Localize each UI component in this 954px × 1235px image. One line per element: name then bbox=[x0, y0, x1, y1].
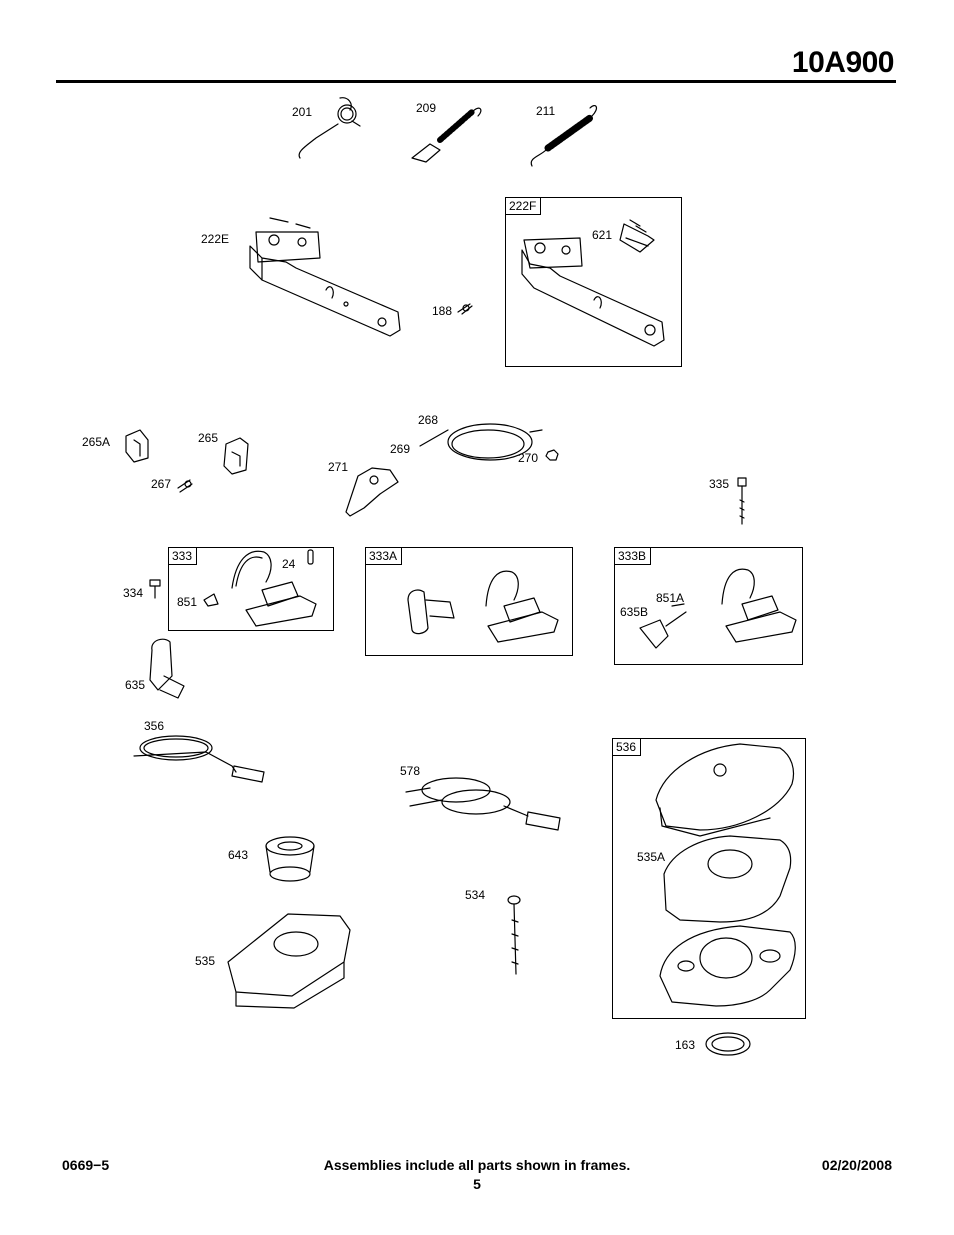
part-535A-filter-art bbox=[663, 835, 792, 923]
part-222F-bracket-art bbox=[521, 237, 665, 347]
callout-643: 643 bbox=[228, 848, 249, 862]
callout-24: 24 bbox=[282, 557, 296, 571]
part-188-screw-art bbox=[457, 303, 473, 315]
part-578-harness-art bbox=[405, 777, 561, 831]
frame-333: 333 bbox=[168, 547, 334, 631]
part-222E-bracket-art bbox=[249, 217, 401, 337]
callout-578: 578 bbox=[400, 764, 421, 778]
callout-535: 535 bbox=[195, 954, 216, 968]
callout-534: 534 bbox=[465, 888, 486, 902]
callout-270: 270 bbox=[518, 451, 539, 465]
part-201-spring-art bbox=[298, 97, 361, 159]
frame-tag-536: 536 bbox=[613, 739, 642, 756]
callout-201: 201 bbox=[292, 105, 313, 119]
callout-265A: 265A bbox=[82, 435, 111, 449]
part-621-link-art bbox=[619, 219, 655, 253]
part-211-spring-art bbox=[530, 104, 598, 167]
callout-851A: 851A bbox=[656, 591, 685, 605]
callout-163: 163 bbox=[675, 1038, 696, 1052]
part-base-tray-art bbox=[659, 925, 796, 1007]
part-335-bolt-art bbox=[737, 477, 747, 525]
part-163-gasket-art bbox=[705, 1032, 751, 1056]
part-356-harness-art bbox=[133, 735, 265, 783]
part-333-armature-art bbox=[203, 549, 317, 627]
frame-333B: 333B bbox=[614, 547, 803, 665]
model-title: 10A900 bbox=[791, 46, 895, 79]
callout-335: 335 bbox=[709, 477, 730, 491]
footer-note: Assemblies include all parts shown in fr… bbox=[323, 1157, 631, 1173]
part-209-spring-art bbox=[411, 107, 482, 163]
callout-188: 188 bbox=[432, 304, 453, 318]
part-271-clamp-art bbox=[345, 467, 399, 517]
frame-536: 536 bbox=[612, 738, 806, 1019]
frame-tag-222F: 222F bbox=[506, 198, 542, 215]
part-333B-armature-art bbox=[639, 568, 797, 649]
part-535-filter-art bbox=[227, 913, 351, 1009]
part-536-cover-art bbox=[655, 743, 795, 837]
frame-tag-333A: 333A bbox=[366, 548, 403, 565]
part-333A-armature-art bbox=[407, 570, 559, 643]
callout-851: 851 bbox=[177, 595, 198, 609]
part-534-screw-art bbox=[507, 895, 521, 975]
footer-page-number: 5 bbox=[473, 1176, 481, 1192]
callout-621: 621 bbox=[592, 228, 613, 242]
part-270-nut-art bbox=[545, 449, 559, 461]
footer-doc-number: 0669−5 bbox=[62, 1157, 110, 1173]
callout-267: 267 bbox=[151, 477, 172, 491]
frame-333A: 333A bbox=[365, 547, 573, 656]
callout-334: 334 bbox=[123, 586, 144, 600]
frame-tag-333B: 333B bbox=[615, 548, 652, 565]
part-265A-clip-art bbox=[125, 429, 149, 463]
footer-date: 02/20/2008 bbox=[821, 1157, 892, 1173]
part-334-screw-art bbox=[149, 579, 161, 599]
part-643-bushing-art bbox=[265, 836, 315, 882]
callout-535A: 535A bbox=[637, 850, 666, 864]
part-267-screw-art bbox=[177, 479, 193, 493]
callout-635: 635 bbox=[125, 678, 146, 692]
part-265-clip-art bbox=[223, 437, 249, 475]
frame-222F: 222F bbox=[505, 197, 682, 367]
part-635-boot-art bbox=[149, 638, 185, 699]
callout-356: 356 bbox=[144, 719, 165, 733]
callout-222E: 222E bbox=[201, 232, 230, 246]
callout-271: 271 bbox=[328, 460, 349, 474]
callout-209: 209 bbox=[416, 101, 437, 115]
callout-269: 269 bbox=[390, 442, 411, 456]
callout-211: 211 bbox=[536, 104, 556, 118]
frame-tag-333: 333 bbox=[169, 548, 198, 565]
part-268-cable-art bbox=[419, 423, 543, 461]
callout-268: 268 bbox=[418, 413, 439, 427]
callout-265: 265 bbox=[198, 431, 219, 445]
header-rule bbox=[56, 80, 896, 83]
callout-635B: 635B bbox=[620, 605, 649, 619]
